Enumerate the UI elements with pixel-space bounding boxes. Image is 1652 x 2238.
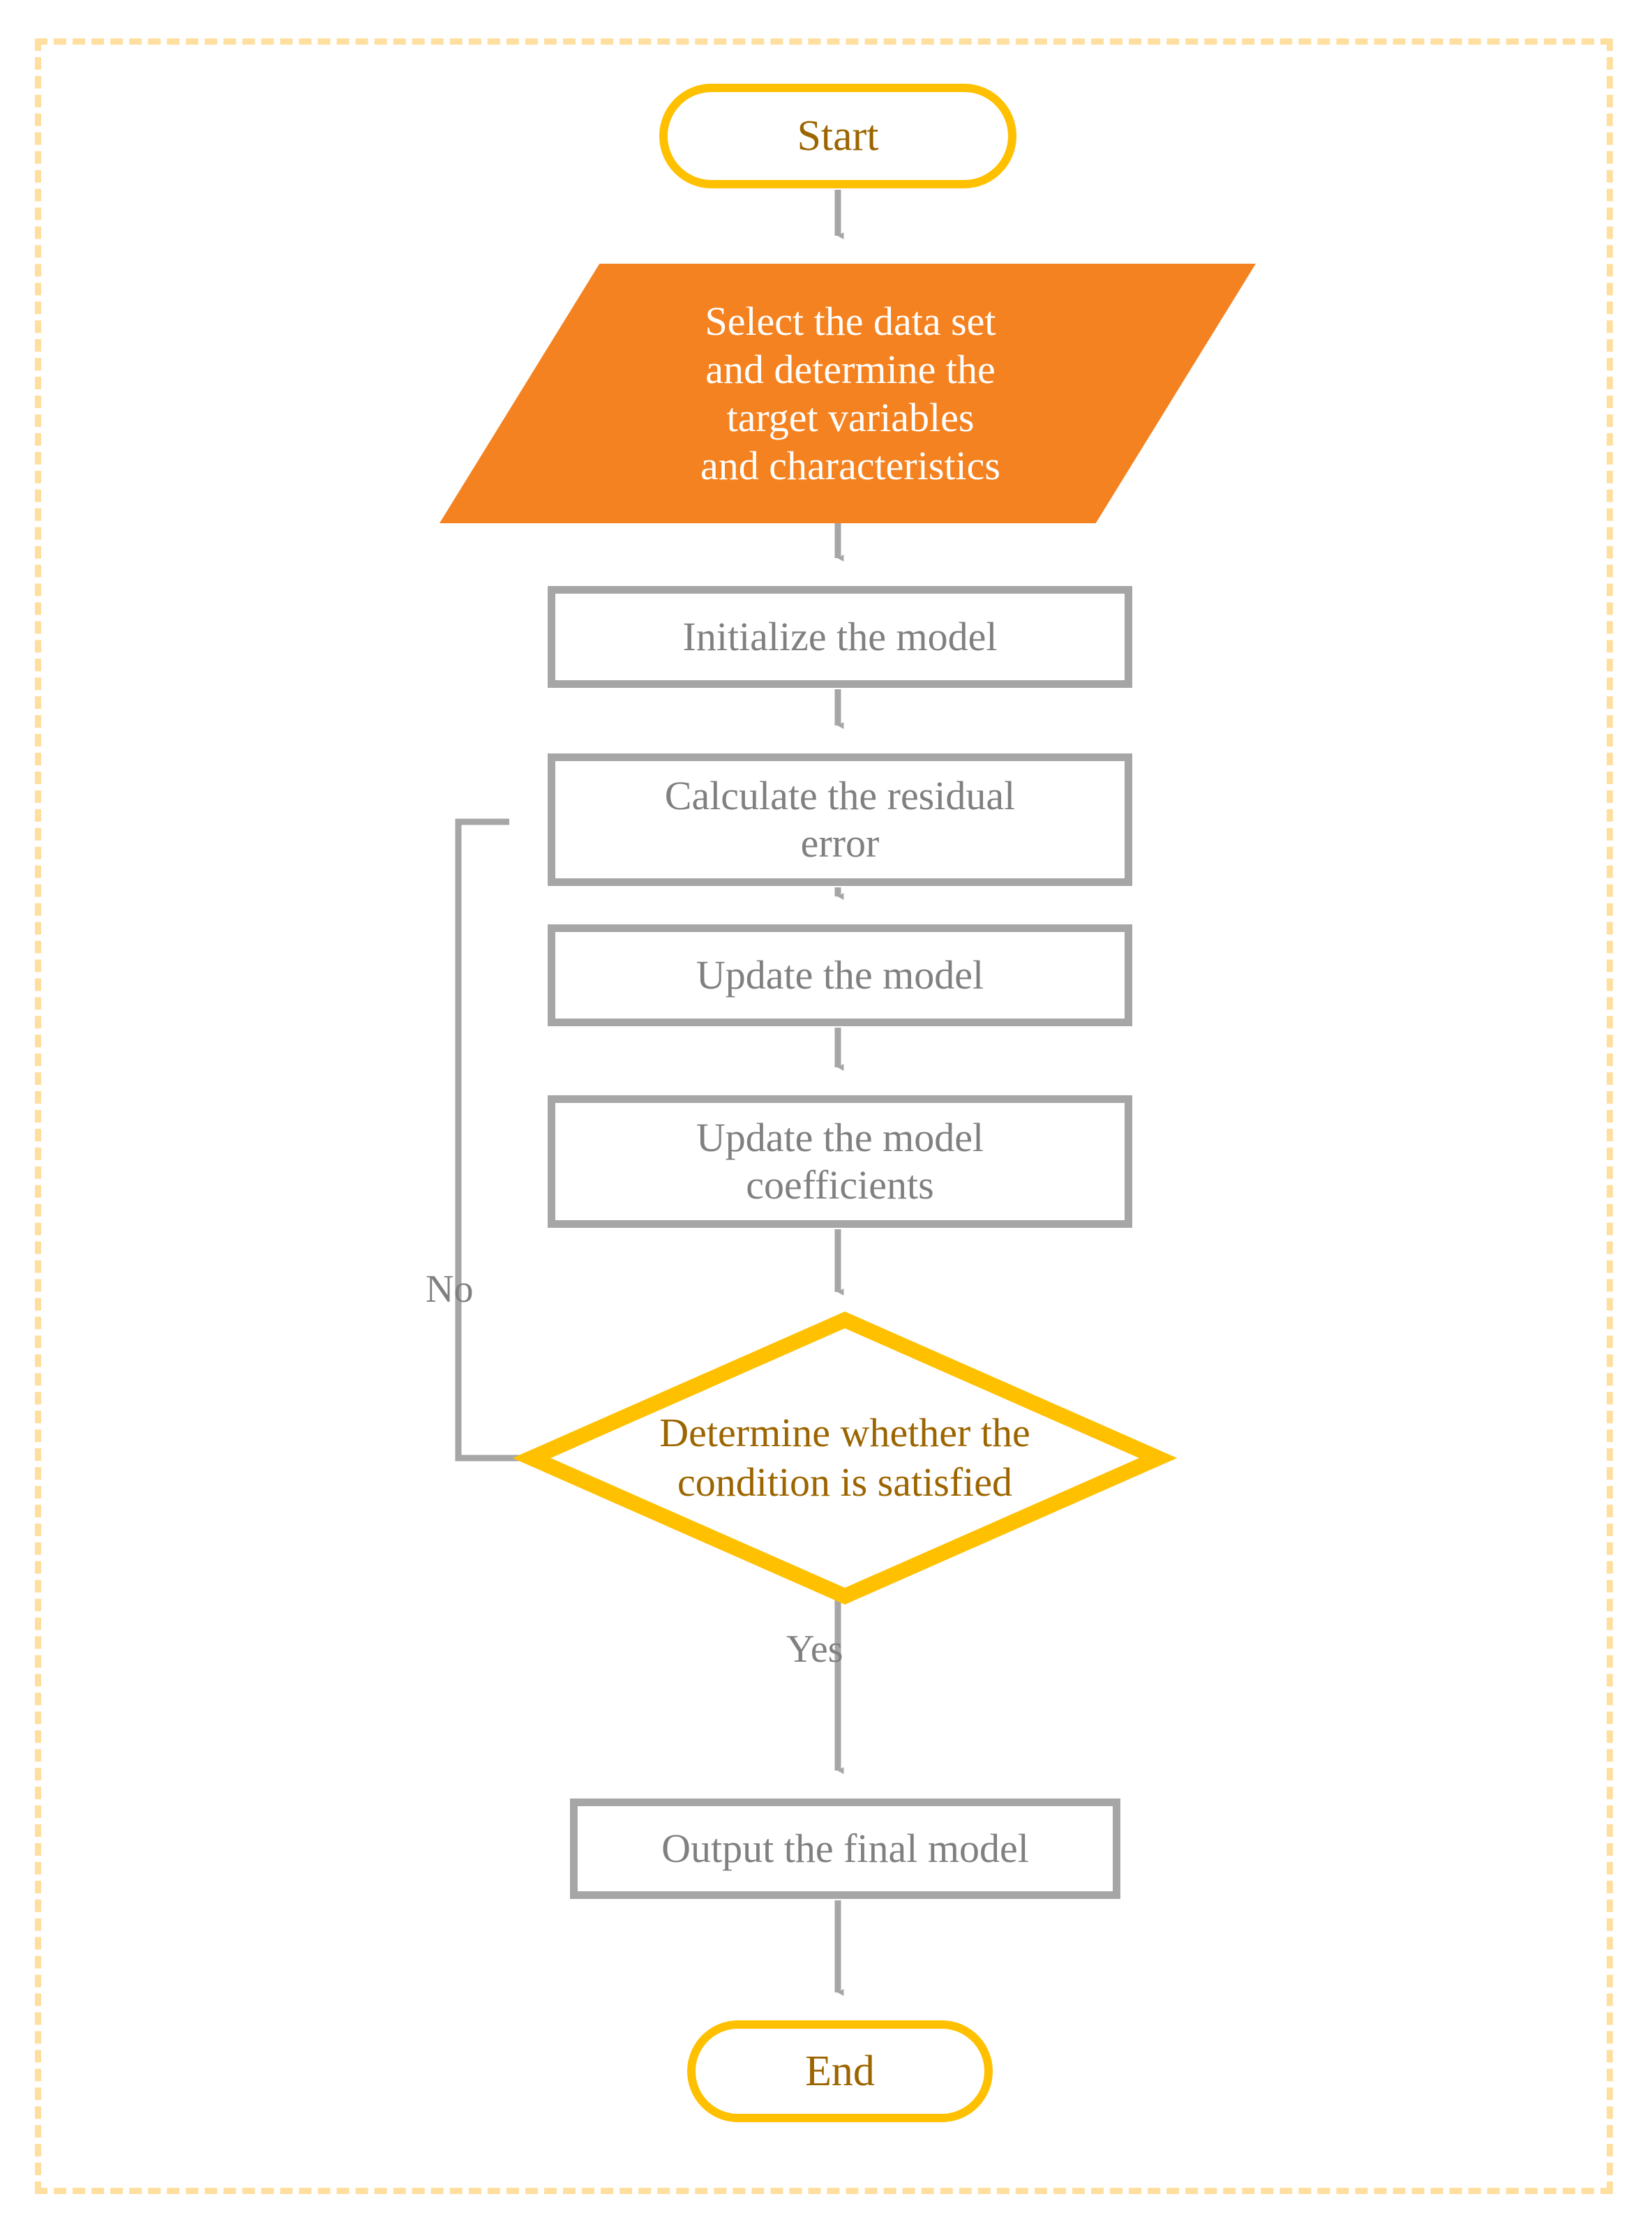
node-calculate-residual-error-label: Calculate the residual error (665, 772, 1015, 868)
node-update-model-coefficients-label: Update the model coefficients (696, 1114, 984, 1210)
node-end-label: End (805, 2047, 875, 2095)
node-start-label: Start (797, 112, 879, 160)
node-decision-condition-label: Determine whether the condition is satis… (483, 1320, 1207, 1596)
node-select-data-set[interactable]: Select the data set and determine the ta… (440, 264, 1256, 523)
io-line-2: and determine the (705, 346, 996, 392)
resid-line-2: error (800, 820, 880, 866)
decision-line-2: condition is satisfied (677, 1459, 1013, 1505)
coef-line-2: coefficients (746, 1162, 934, 1208)
parallelogram-shape (440, 264, 1256, 523)
resid-line-1: Calculate the residual (664, 772, 1016, 818)
node-start[interactable]: Start (659, 84, 1016, 188)
node-output-final-model-label: Output the final model (661, 1825, 1029, 1871)
node-decision-condition[interactable]: Determine whether the condition is satis… (532, 1320, 1158, 1596)
node-initialize-model[interactable]: Initialize the model (548, 586, 1132, 688)
io-line-1: Select the data set (705, 298, 996, 344)
node-output-final-model[interactable]: Output the final model (570, 1798, 1120, 1899)
node-calculate-residual-error[interactable]: Calculate the residual error (548, 753, 1132, 886)
io-line-3: target variables (726, 395, 975, 440)
decision-diamond-shape (512, 1311, 1178, 1605)
node-end[interactable]: End (687, 2020, 993, 2122)
node-select-data-set-label: Select the data set and determine the ta… (440, 264, 1256, 523)
node-update-model-coefficients[interactable]: Update the model coefficients (548, 1095, 1132, 1228)
edge-decide-to-resid-no (455, 818, 532, 1462)
io-line-4: and characteristics (700, 443, 1000, 489)
coef-line-1: Update the model (696, 1114, 984, 1160)
decision-line-1: Determine whether the (659, 1410, 1030, 1456)
node-update-model-label: Update the model (696, 952, 984, 998)
branch-label-no: No (426, 1268, 474, 1311)
branch-label-yes: Yes (786, 1628, 843, 1671)
outer-dashed-frame (35, 38, 1613, 2194)
node-initialize-model-label: Initialize the model (682, 613, 998, 659)
node-update-model[interactable]: Update the model (548, 924, 1132, 1026)
